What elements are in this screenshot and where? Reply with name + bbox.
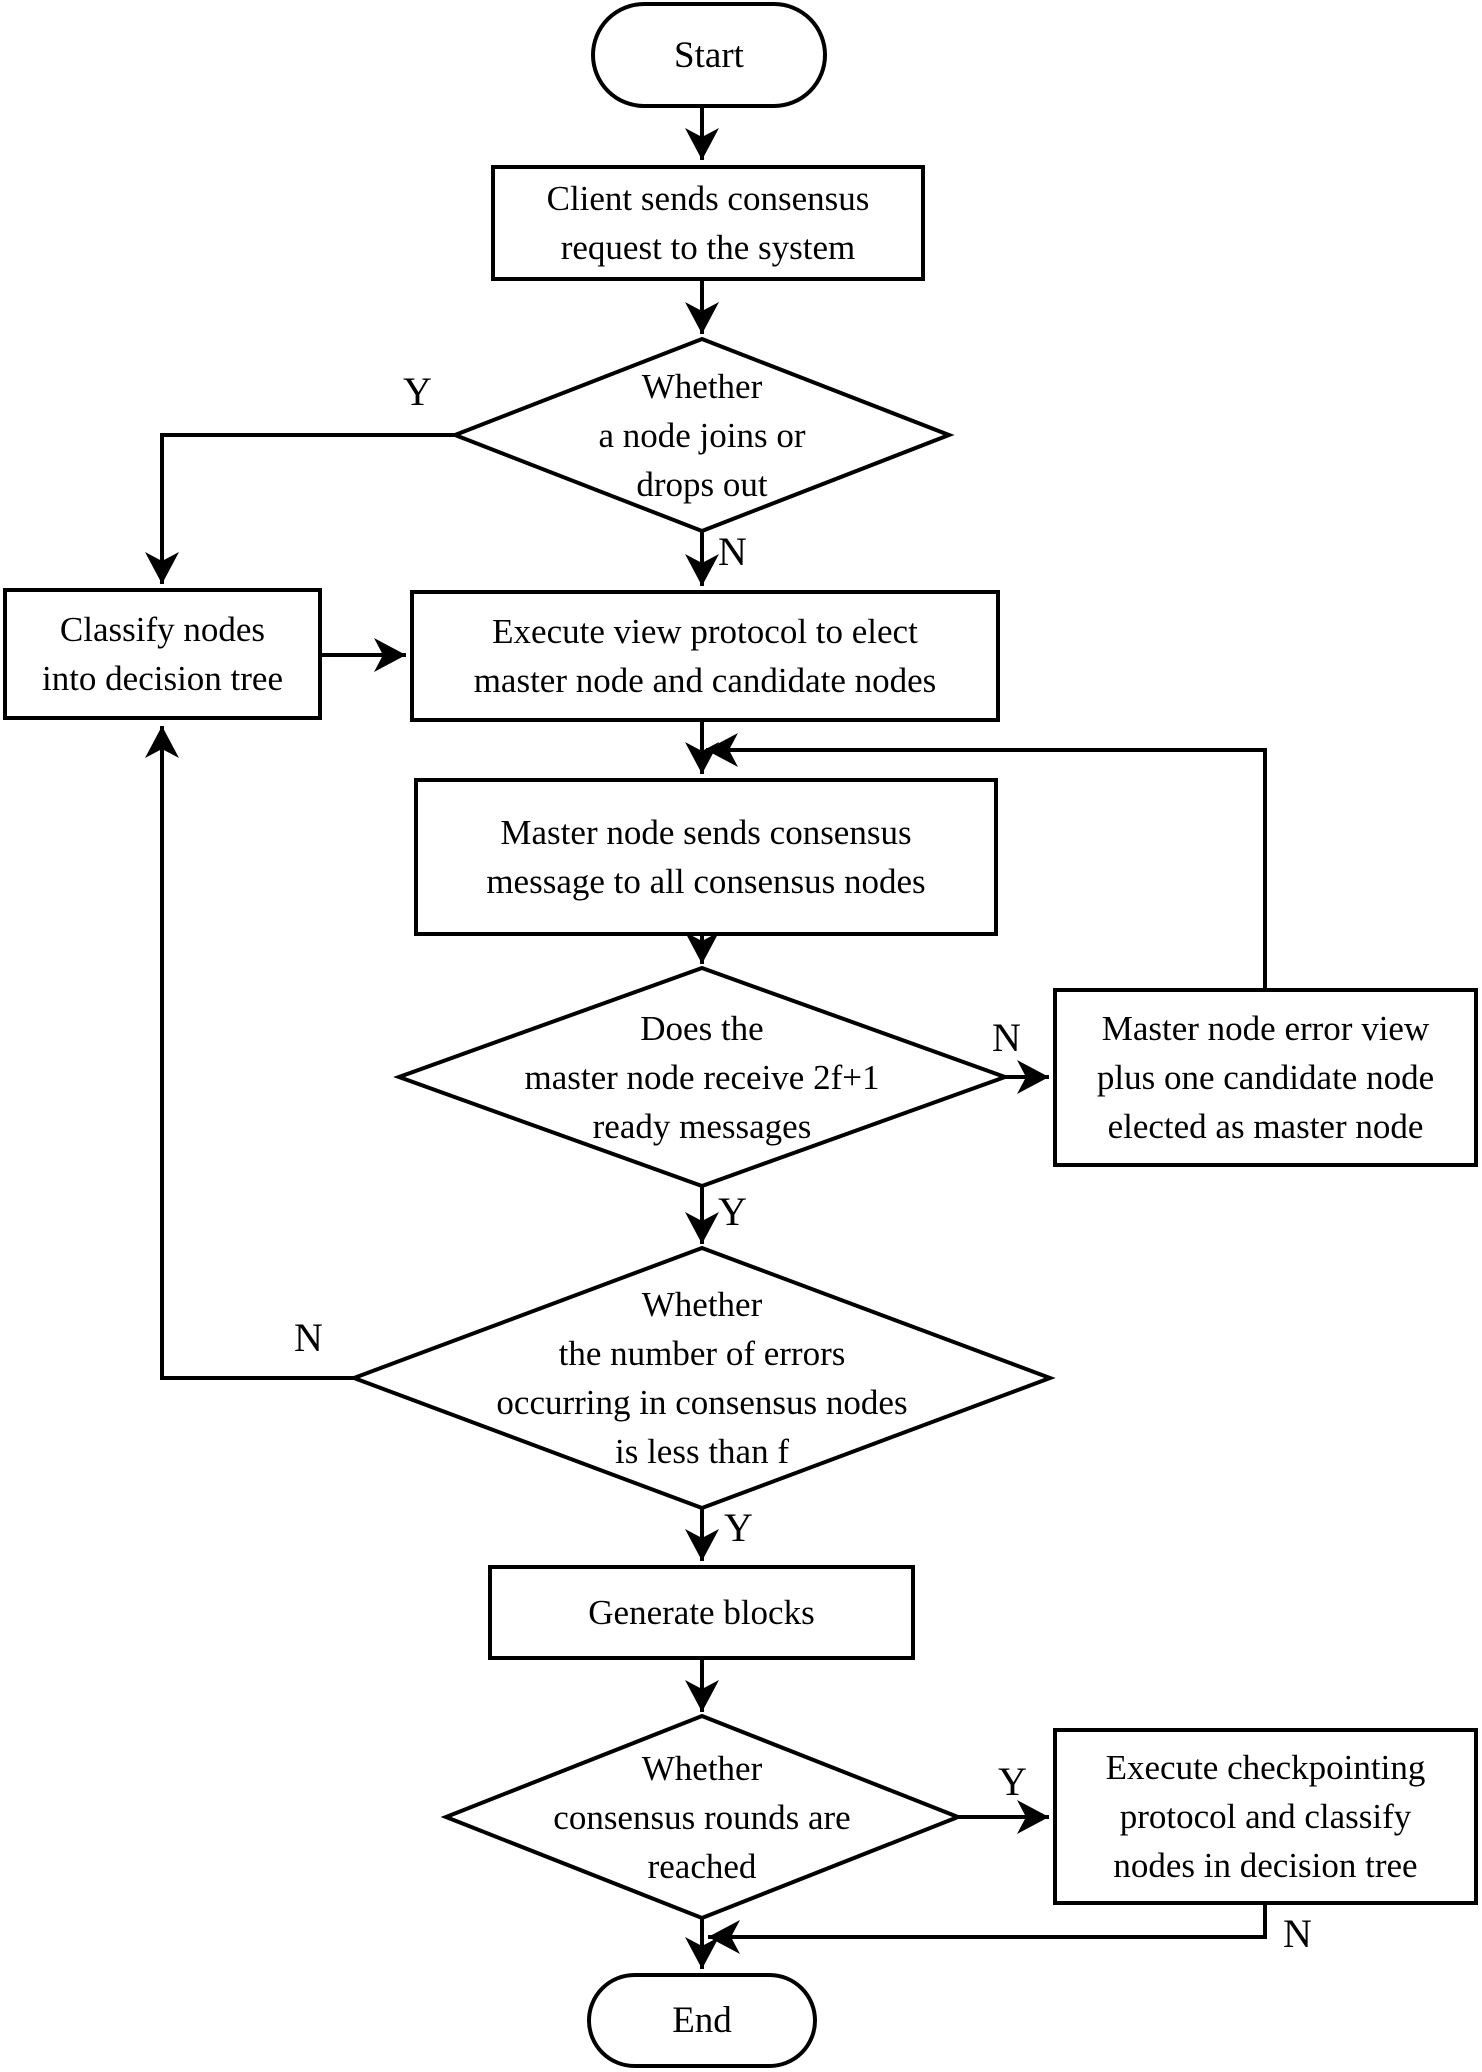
node-classify-nodes-label: Classify nodes into decision tree [41,610,284,698]
node-end-label: End [672,2000,732,2041]
node-classify-nodes: Classify nodes into decision tree [3,588,322,720]
decision-consensus-rounds-shape [440,1713,964,1921]
node-end: End [587,1973,817,2068]
edge-label-join-yes: Y [403,369,432,414]
decision-error-count-shape [348,1245,1056,1511]
edge-errors-no-to-classify [145,726,354,1380]
node-client-request: Client sends consensus request to the sy… [491,165,925,281]
node-start: Start [591,2,827,108]
edge-label-rounds-no: N [1283,1911,1312,1956]
node-execute-checkpointing-label: Execute checkpointing protocol and class… [1105,1748,1426,1885]
node-execute-checkpointing: Execute checkpointing protocol and class… [1053,1728,1478,1905]
node-execute-view-protocol-label: Execute view protocol to elect master no… [473,612,937,700]
edge-join-yes-to-classify [145,433,455,584]
node-execute-view-protocol: Execute view protocol to elect master no… [410,590,1000,722]
node-master-error-view: Master node error view plus one candidat… [1053,988,1478,1167]
edge-label-join-no: N [718,529,747,574]
decision-node-join-shape [449,336,955,534]
node-generate-blocks-label: Generate blocks [588,1593,815,1632]
edge-label-ready-no: N [992,1015,1021,1060]
node-master-sends-message: Master node sends consensus message to a… [414,778,998,936]
decision-ready-messages-shape [393,965,1011,1189]
node-client-request-label: Client sends consensus request to the sy… [546,179,870,267]
edge-label-errors-no: N [294,1315,323,1360]
edge-label-errors-yes: Y [724,1505,753,1550]
edge-checkpointing-return [708,1905,1267,1954]
edge-error-view-feedback [706,733,1267,988]
node-master-sends-message-label: Master node sends consensus message to a… [486,813,926,901]
edge-label-rounds-yes: Y [998,1759,1027,1804]
edge-label-ready-yes: Y [718,1189,747,1234]
node-start-label: Start [674,34,744,76]
node-master-error-view-label: Master node error view plus one candidat… [1096,1009,1435,1146]
node-generate-blocks: Generate blocks [488,1565,915,1660]
